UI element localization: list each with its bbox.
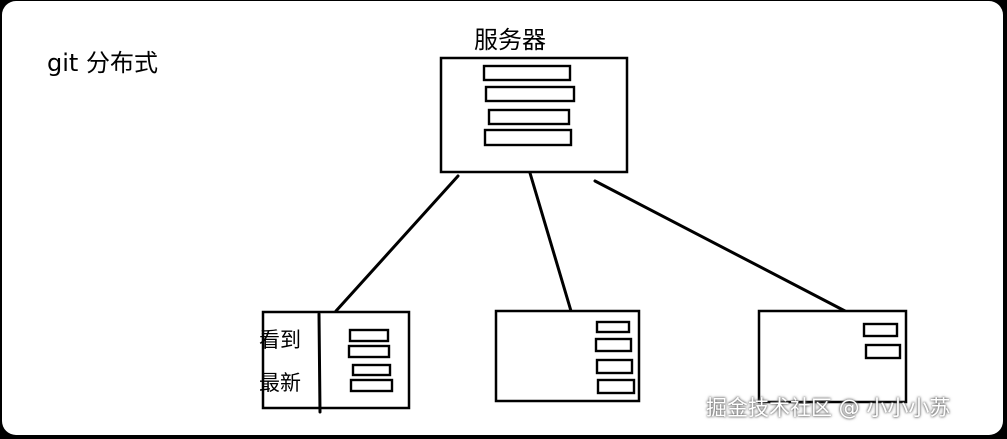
client-2-slot [596, 378, 636, 395]
server-slot [482, 64, 572, 82]
link-server-client-1 [334, 174, 460, 313]
link-server-client-2 [528, 171, 573, 313]
server-slot [487, 108, 571, 126]
client-1-slot [349, 378, 394, 393]
client-1-label-top: 看到 [259, 328, 301, 352]
client-3-slot [862, 322, 899, 338]
client-box-2 [494, 309, 641, 403]
diagram-title: git 分布式 [47, 49, 158, 77]
client-1-slot [348, 328, 390, 343]
server-box [439, 56, 629, 174]
client-3-slot [864, 343, 902, 360]
server-slot [484, 85, 576, 103]
server-slot [483, 128, 573, 147]
link-server-client-3 [593, 179, 847, 313]
client-1-slot [347, 344, 391, 359]
server-label: 服务器 [474, 26, 546, 54]
watermark: 掘金技术社区 @ 小小小苏 [706, 396, 951, 420]
client-1-slot [351, 363, 392, 377]
client-1-label-bottom: 最新 [259, 371, 301, 395]
client-2-slot [594, 337, 633, 353]
client-2-slot [595, 320, 631, 334]
client-box-1 [261, 310, 411, 414]
client-1-divider [317, 312, 322, 414]
client-2-slot [595, 358, 634, 375]
client-box-3 [757, 309, 908, 404]
